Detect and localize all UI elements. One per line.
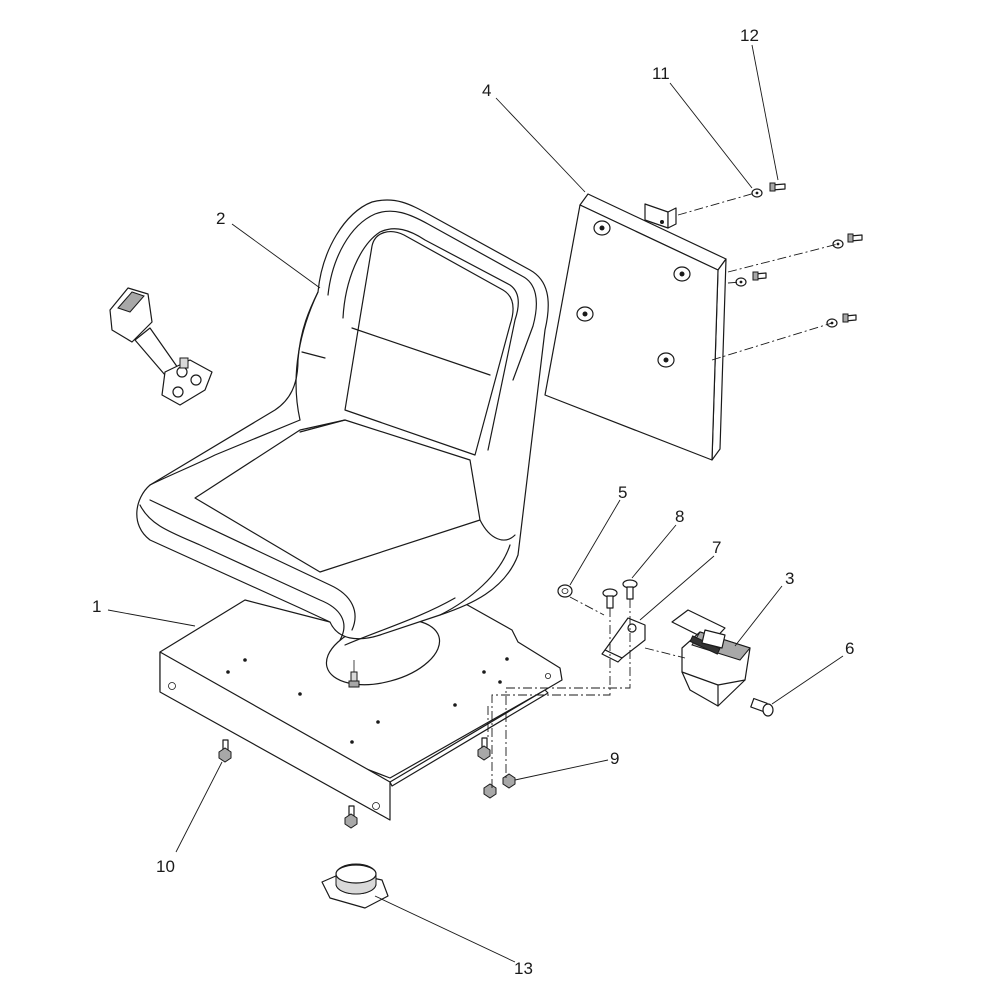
callout-labels: 1 2 3 4 5 6 7 8 9 10 11 12 13 xyxy=(92,26,854,978)
callout-1: 1 xyxy=(92,597,101,616)
nuts-9 xyxy=(483,773,516,799)
backrest-pad xyxy=(544,193,727,461)
callout-9: 9 xyxy=(610,749,619,768)
seat-switch-13 xyxy=(321,863,389,909)
callout-10: 10 xyxy=(156,857,175,876)
assembly-lines xyxy=(487,192,839,790)
seatbelt-buckle-right xyxy=(671,609,751,707)
callout-13: 13 xyxy=(514,959,533,978)
callout-3: 3 xyxy=(785,569,794,588)
nut-5 xyxy=(557,584,573,598)
washers-11-screws-12 xyxy=(735,182,863,328)
bolts-8 xyxy=(602,579,638,609)
callout-7: 7 xyxy=(712,538,721,557)
callout-2: 2 xyxy=(216,209,225,228)
callout-11: 11 xyxy=(652,64,670,83)
callout-4: 4 xyxy=(482,81,491,100)
bolt-6 xyxy=(750,697,774,717)
bracket xyxy=(601,617,646,663)
callout-5: 5 xyxy=(618,483,627,502)
seatbelt-buckle-left xyxy=(109,287,213,406)
callout-6: 6 xyxy=(845,639,854,658)
leader-lines xyxy=(107,44,844,963)
bolts-10 xyxy=(218,737,491,829)
callout-8: 8 xyxy=(675,507,684,526)
callout-12: 12 xyxy=(740,26,759,45)
seat-shell xyxy=(136,199,549,646)
